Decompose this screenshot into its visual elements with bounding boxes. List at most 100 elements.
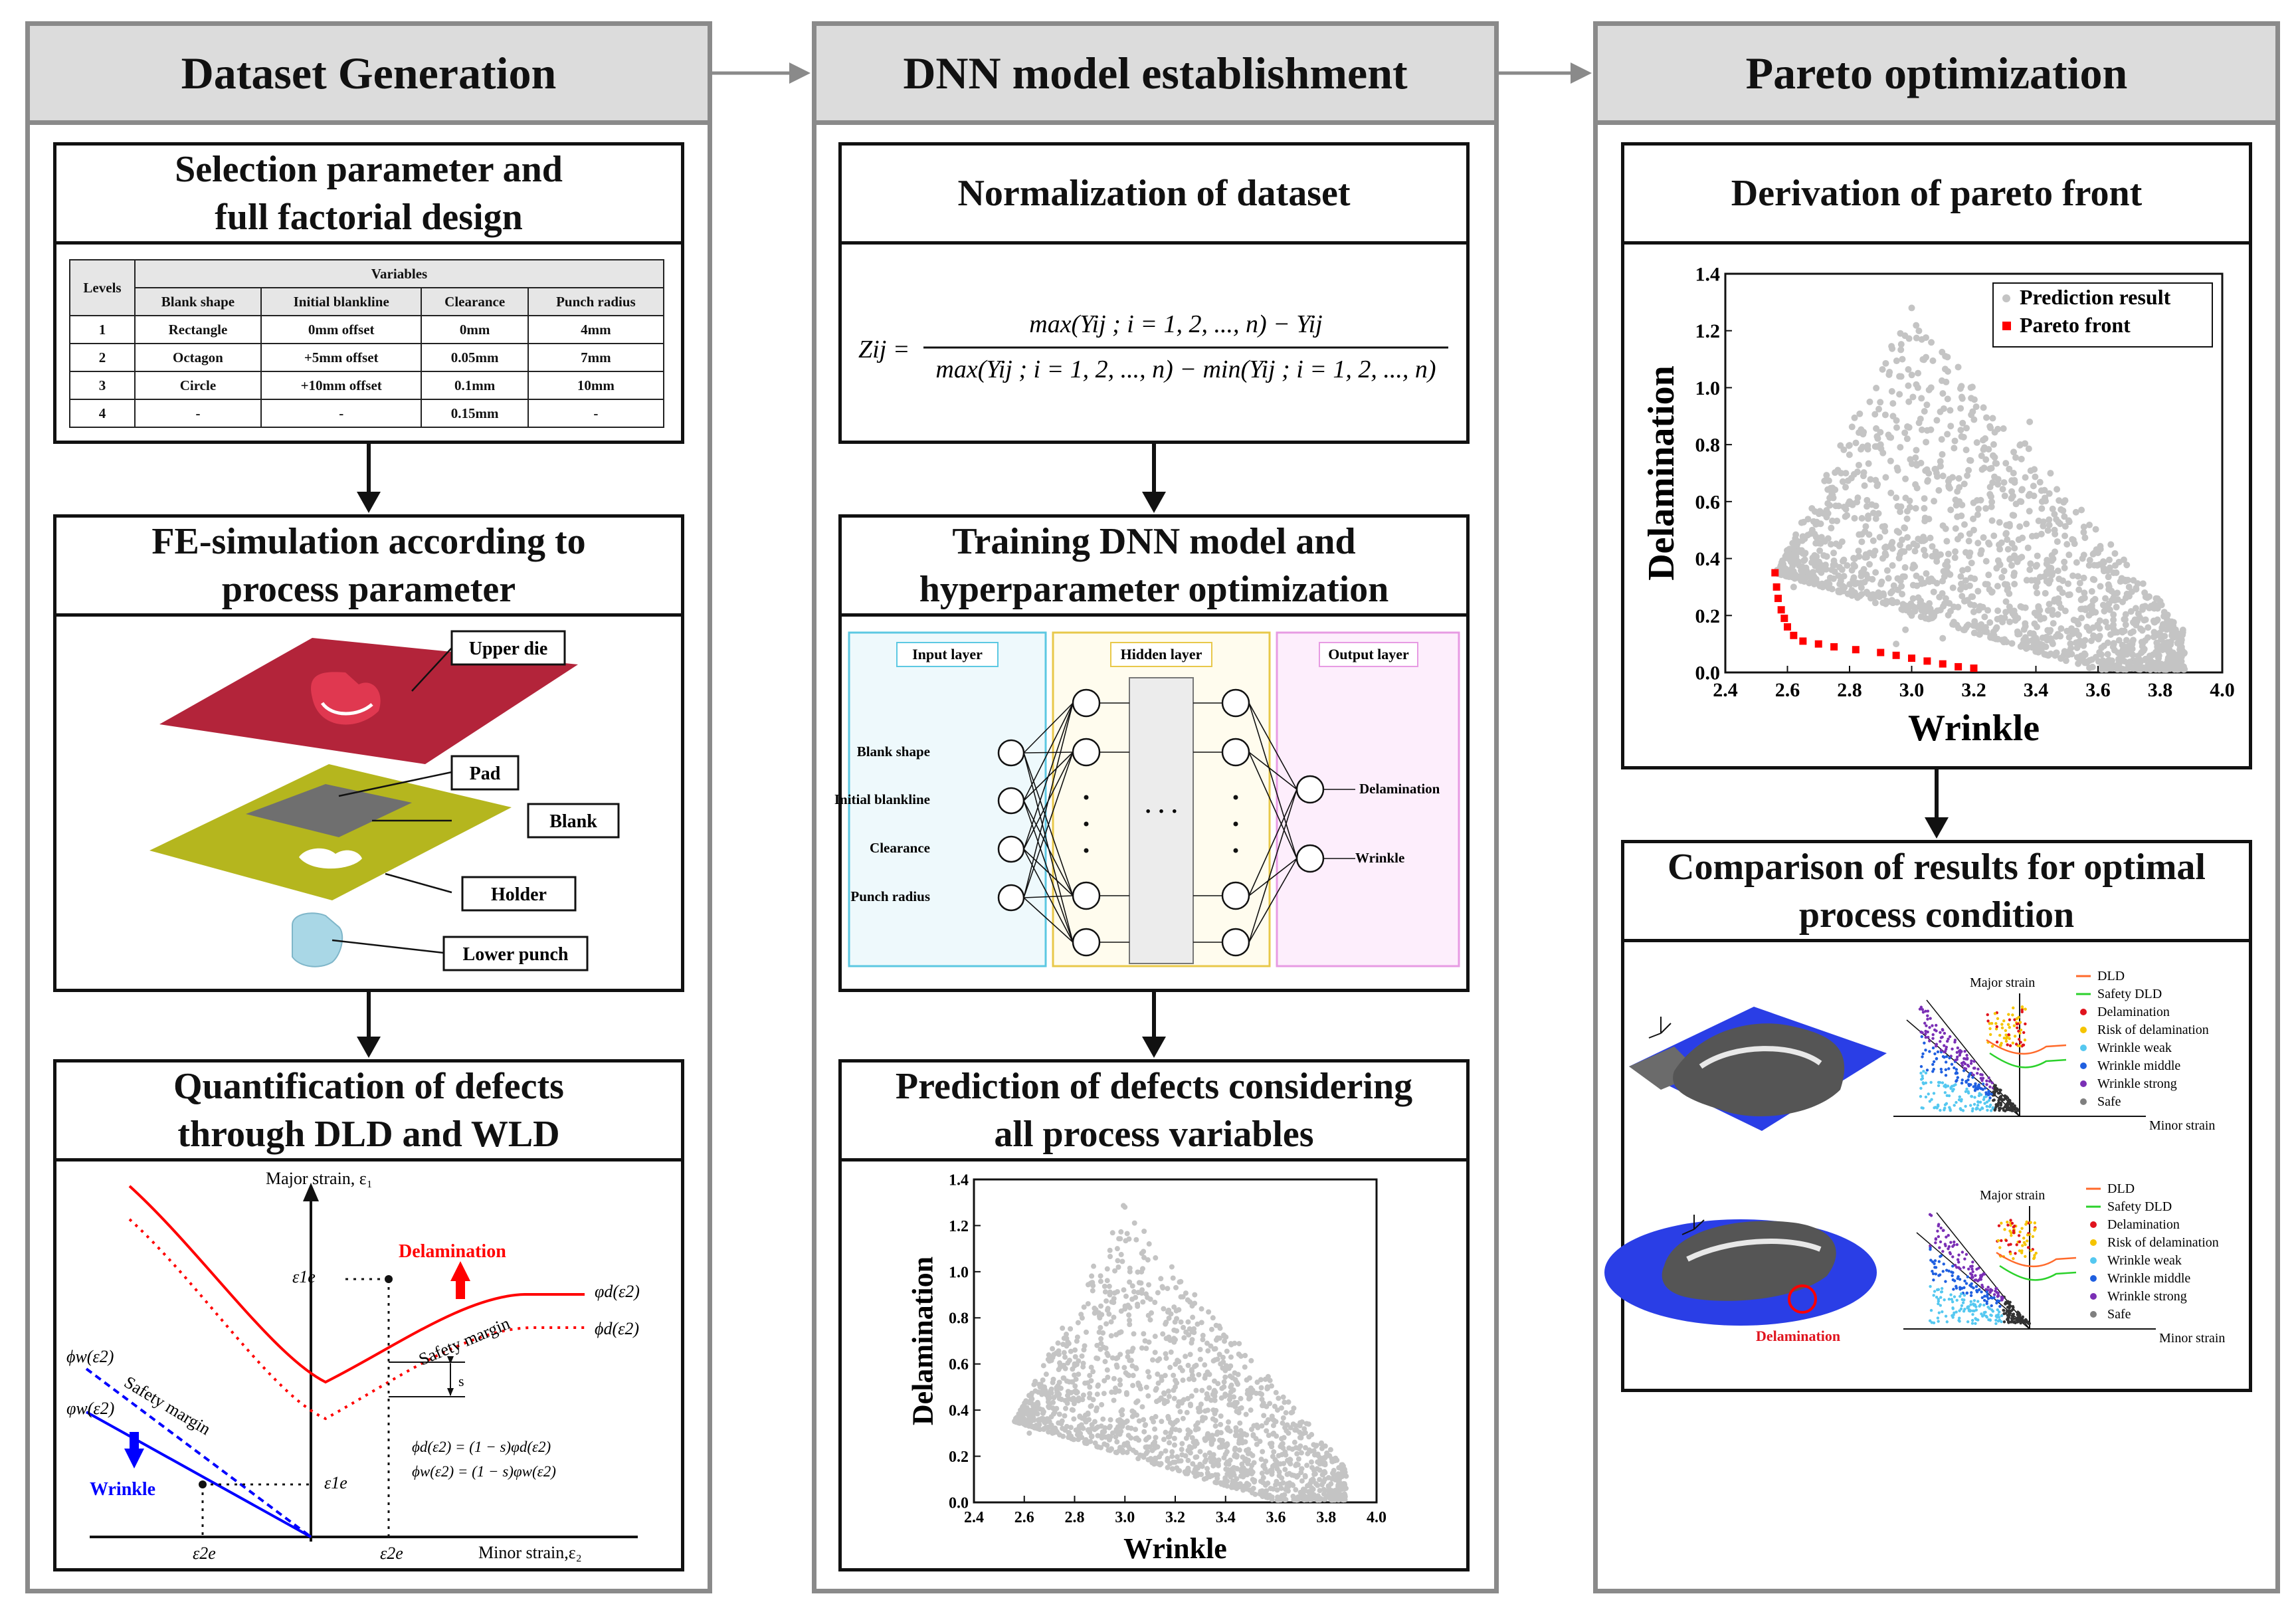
scatter-point [1889,562,1896,569]
scatter-point [1305,1421,1311,1427]
x-tick-label: 3.6 [1266,1509,1286,1526]
scatter-point [1937,458,1944,465]
scatter-point [1228,1382,1234,1388]
scatter-point [2036,478,2044,486]
scatter-point [1968,411,1975,419]
scatter-point [1939,635,1947,642]
scatter-point [1138,1280,1144,1286]
scatter-point [2072,508,2079,516]
scatter-point [1185,1319,1191,1325]
scatter-point [1193,1464,1199,1470]
scatter-point [1133,1450,1139,1456]
levels-table: Levels Variables Blank shape Initial bla… [69,259,665,428]
scatter-point [2075,660,2082,667]
fld-legend-entry: Wrinkle weak [2097,1041,2172,1055]
x-axis-label: Wrinkle [1908,708,2040,749]
scatter-point [1165,1399,1171,1405]
scatter-point [2045,569,2052,576]
pareto-point [1799,637,1807,645]
scatter-point [1887,489,1895,496]
scatter-point [1253,1436,1259,1442]
scatter-point [2004,587,2011,594]
pareto-point [1780,615,1788,623]
scatter-point [1212,1423,1218,1429]
scatter-point [1846,451,1853,458]
scatter-point [1187,1299,1193,1305]
legend-entry: Prediction result [2020,285,2171,309]
scatter-point [2101,607,2108,615]
scatter-point [2030,641,2038,648]
x-tick-label: 3.0 [1115,1509,1135,1526]
scatter-point [2163,646,2170,653]
scatter-point [1897,542,1904,549]
table-cell: 0mm [421,315,529,344]
scatter-point [2034,552,2041,559]
scatter-point [1977,496,1984,504]
scatter-point [1844,561,1851,569]
scatter-point [1146,1241,1152,1247]
scatter-point [1204,1369,1210,1375]
scatter-point [1147,1317,1153,1323]
scatter-point [1994,480,2002,488]
y-tick-label: 0.4 [1695,548,1721,570]
scatter-point [2020,641,2027,649]
scatter-point [1816,547,1824,554]
derivation-title-box: Derivation of pareto front [1621,142,2252,245]
scatter-point [2113,569,2120,576]
scatter-point [1278,1405,1284,1411]
scatter-point [1218,1430,1224,1436]
dld-wld-schematic: Major strain, ε₁ Minor strain,ε₂ s Delam… [66,1169,640,1563]
scatter-point [2115,657,2123,664]
scatter-point [1080,1397,1086,1403]
scatter-point [1297,1435,1303,1441]
label-upper-die: Upper die [469,639,548,659]
scatter-point [1231,1394,1237,1400]
scatter-point [2160,639,2168,647]
scatter-point [1988,503,1995,510]
scatter-point [1288,1410,1294,1416]
scatter-point [1851,414,1858,421]
scatter-point [1944,395,1951,403]
scatter-point [1943,538,1951,545]
scatter-point [1903,515,1911,522]
scatter-point [2099,601,2107,609]
scatter-point [1111,1397,1117,1403]
scatter-point [1952,548,1959,556]
scatter-point [1177,1409,1183,1415]
scatter-point [2104,651,2111,658]
scatter-point [1840,446,1848,453]
scatter-point [1913,334,1920,342]
scatter-point [1091,1263,1097,1269]
scatter-point [1910,561,1917,569]
nn-node [1295,775,1325,804]
scatter-point [1273,1389,1279,1395]
scatter-point [1963,623,1970,630]
scatter-point [1804,516,1812,523]
scatter-point [2002,460,2010,467]
scatter-point [2016,523,2024,530]
scatter-point [1083,1329,1089,1335]
scatter-point [1898,536,1905,544]
scatter-point [1163,1356,1169,1362]
scatter-point [1129,1296,1135,1302]
scatter-point [1927,534,1934,542]
scatter-point [1279,1452,1285,1458]
scatter-point [1268,1468,1274,1474]
scatter-point [1058,1397,1064,1403]
scatter-point [1096,1310,1101,1316]
scatter-point [1123,1238,1129,1244]
scatter-point [2087,637,2095,645]
scatter-point [1871,548,1879,555]
scatter-point [1798,519,1805,526]
scatter-point [1258,1457,1264,1463]
scatter-point [2129,651,2137,658]
x-tick-label: 3.8 [1316,1509,1336,1526]
scatter-point [1893,424,1900,431]
scatter-point [2047,470,2054,477]
scatter-point [1113,1434,1119,1440]
scatter-point [1068,1425,1074,1431]
scatter-point [1095,1433,1101,1439]
scatter-point [1222,1367,1228,1373]
x-tick-label: 3.8 [2148,679,2173,701]
scatter-point [1226,1393,1232,1399]
